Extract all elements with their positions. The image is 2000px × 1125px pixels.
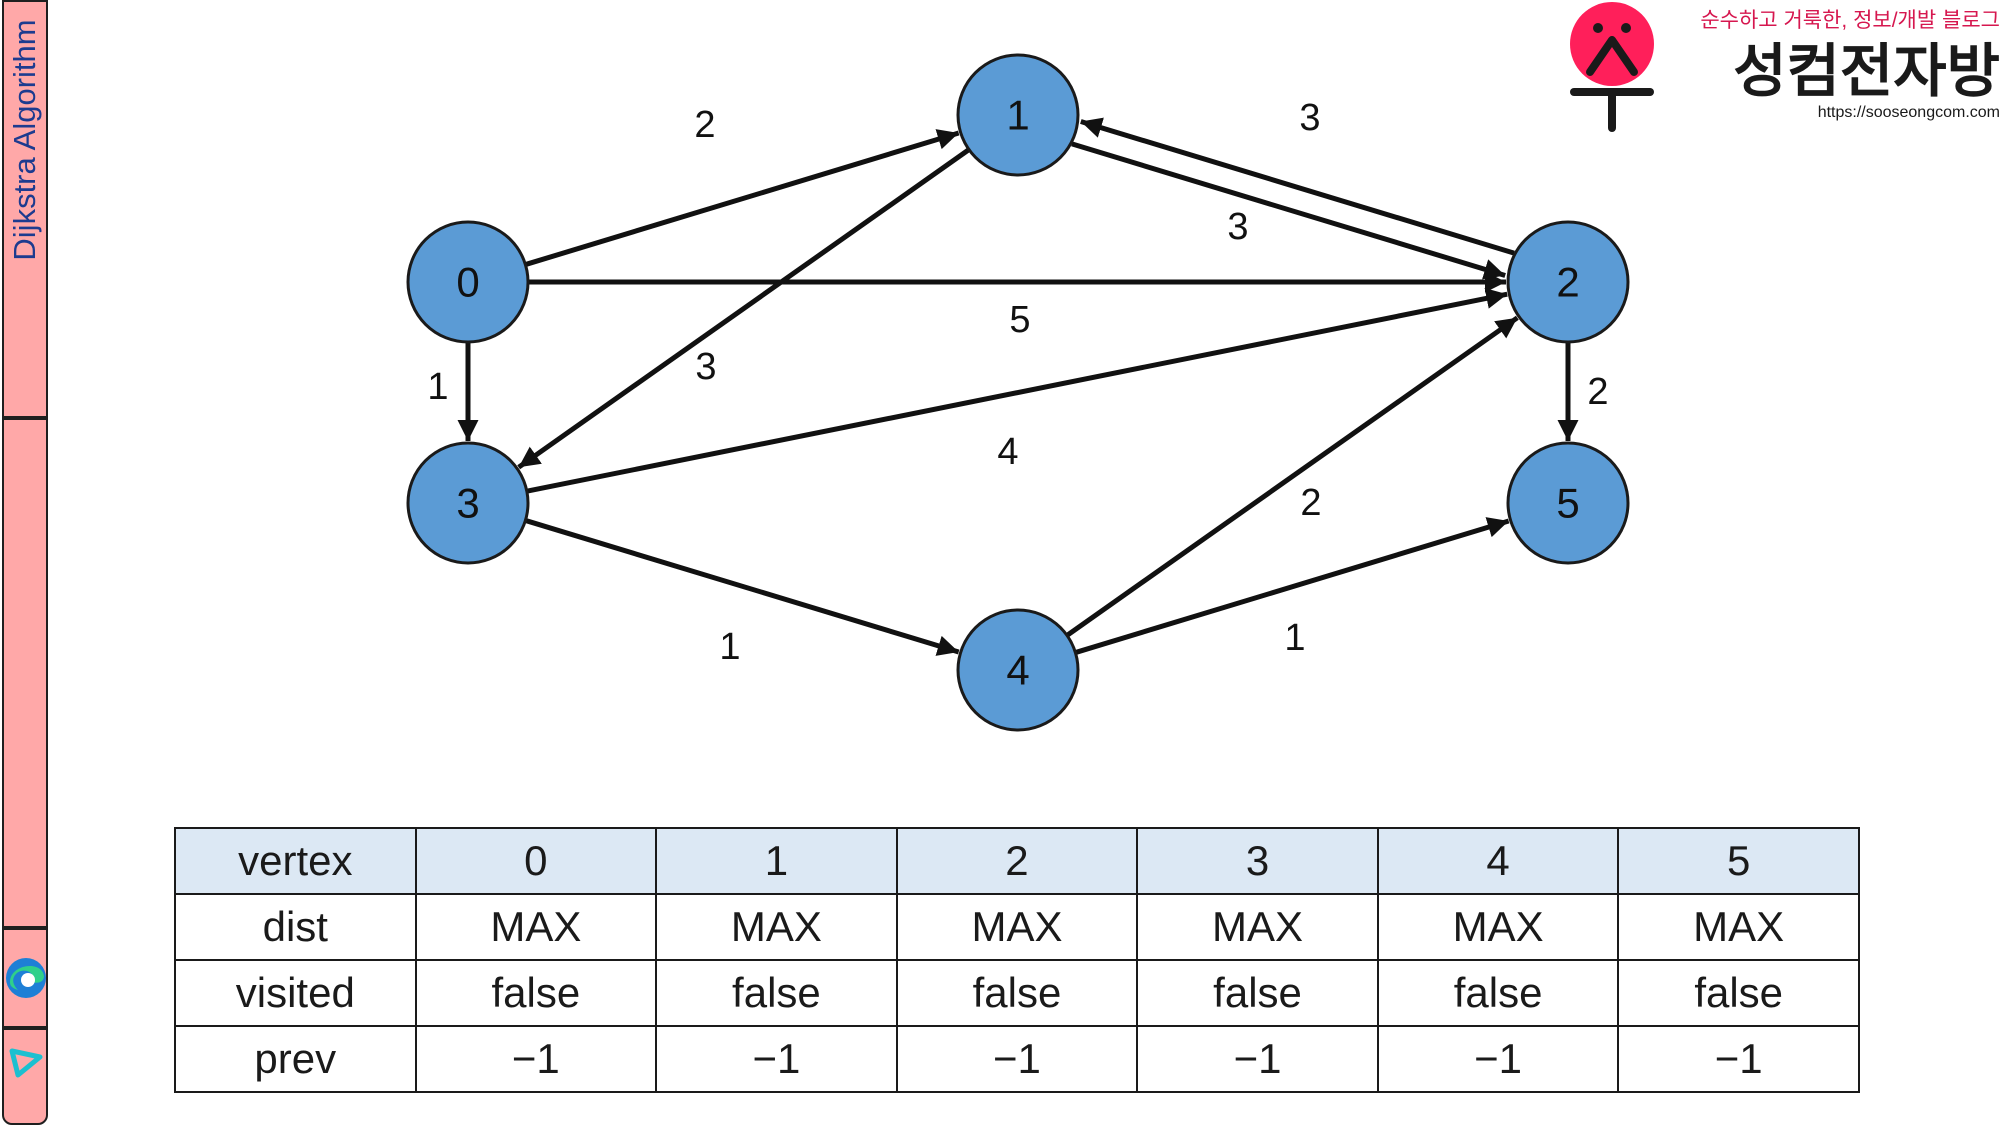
prev-cell-3: −1	[1136, 1025, 1379, 1093]
app-triangle-icon[interactable]	[8, 1045, 44, 1081]
node-circle-4	[956, 608, 1080, 732]
node-circle-5	[1506, 441, 1630, 565]
row-label-dist: dist	[174, 893, 417, 961]
edge-4-to-5	[1074, 517, 1510, 655]
visited-cell-5: false	[1617, 959, 1860, 1027]
edge-weight-2-to-5: 2	[1587, 371, 1608, 413]
edge-0-to-1	[524, 129, 960, 267]
logo-url[interactable]: https://sooseongcom.com	[1817, 104, 2000, 121]
dist-cell-1: MAX	[655, 893, 898, 961]
edge-weight-0-to-3: 1	[427, 366, 448, 408]
side-strip: Dijkstra Algorithm	[0, 0, 50, 1125]
edge-weight-4-to-2: 2	[1300, 482, 1321, 524]
graph-diagram: 2 5 1 3 3 3 2 4 1 2 1 0 1 2 3 4 5	[406, 53, 1630, 732]
dist-cell-0: MAX	[414, 893, 658, 961]
graph-node-1: 1	[956, 53, 1080, 177]
dijkstra-state-table: vertex 0 1 2 3 4 5 dist MAX MAX MAX MAX …	[174, 827, 1860, 1093]
header-cell-vertex-4: 4	[1376, 827, 1620, 895]
node-circle-0	[406, 220, 530, 344]
header-cell-vertex-3: 3	[1136, 827, 1379, 895]
node-circle-2	[1506, 220, 1630, 344]
visited-cell-1: false	[655, 959, 898, 1027]
node-label-0: 0	[456, 259, 479, 306]
table-row-prev: prev −1 −1 −1 −1 −1 −1	[174, 1025, 1860, 1093]
node-label-1: 1	[1006, 92, 1029, 139]
visited-cell-3: false	[1136, 959, 1379, 1027]
visited-cell-0: false	[414, 959, 658, 1027]
logo-tagline: 순수하고 거룩한, 정보/개발 블로그	[1700, 9, 2000, 32]
row-label-visited: visited	[174, 959, 417, 1027]
graph-node-3: 3	[406, 441, 530, 565]
edge-weight-1-to-3: 3	[695, 346, 716, 388]
edge-3-to-2	[526, 288, 1508, 494]
edge-4-to-2	[1065, 315, 1519, 638]
edge-weight-3-to-2: 4	[997, 431, 1018, 473]
node-label-5: 5	[1556, 480, 1579, 527]
node-circle-3	[406, 441, 530, 565]
table-row-dist: dist MAX MAX MAX MAX MAX MAX	[174, 893, 1860, 961]
edge-1-to-2	[1071, 141, 1506, 280]
row-label-prev: prev	[174, 1025, 417, 1093]
prev-cell-4: −1	[1376, 1025, 1620, 1093]
strip-middle-segment	[2, 418, 48, 928]
weights-layer: 2 5 1 3 3 3 2 4 1 2 1	[427, 97, 1608, 668]
prev-cell-5: −1	[1617, 1025, 1860, 1093]
site-logo[interactable]: 순수하고 거룩한, 정보/개발 블로그 성컴전자방 https://sooseo…	[1560, 0, 2000, 135]
graph-node-4: 4	[956, 608, 1080, 732]
graph-node-0: 0	[406, 220, 530, 344]
edge-weight-4-to-5: 1	[1284, 617, 1305, 659]
table-header-row: vertex 0 1 2 3 4 5	[174, 827, 1860, 895]
prev-cell-2: −1	[895, 1025, 1139, 1093]
edge-weight-1-to-2: 3	[1299, 97, 1320, 139]
edge-weight-0-to-2: 5	[1009, 299, 1030, 341]
table-row-visited: visited false false false false false fa…	[174, 959, 1860, 1027]
graph-node-2: 2	[1506, 220, 1630, 344]
edge-weight-3-to-4: 1	[719, 626, 740, 668]
header-cell-vertex-5: 5	[1617, 827, 1860, 895]
header-cell-vertex-1: 1	[655, 827, 898, 895]
nodes-layer: 0 1 2 3 4 5	[406, 53, 1630, 732]
prev-cell-0: −1	[414, 1025, 658, 1093]
header-cell-vertex-0: 0	[414, 827, 658, 895]
graph-node-5: 5	[1506, 441, 1630, 565]
visited-cell-2: false	[895, 959, 1139, 1027]
node-label-3: 3	[456, 480, 479, 527]
prev-cell-1: −1	[655, 1025, 898, 1093]
edge-weight-2-to-1: 3	[1227, 206, 1248, 248]
logo-character-icon	[1570, 2, 1654, 132]
header-cell-vertex-2: 2	[895, 827, 1139, 895]
dist-cell-3: MAX	[1136, 893, 1379, 961]
strip-title-segment	[2, 0, 48, 418]
edge-1-to-3	[517, 147, 971, 470]
node-label-4: 4	[1006, 647, 1029, 694]
strip-app-segment[interactable]	[2, 1028, 48, 1125]
edge-browser-icon[interactable]	[4, 952, 48, 1000]
edges-layer	[457, 117, 1579, 656]
edge-weight-0-to-1: 2	[694, 104, 715, 146]
dist-cell-5: MAX	[1617, 893, 1860, 961]
dist-cell-4: MAX	[1376, 893, 1620, 961]
header-cell-label: vertex	[174, 827, 417, 895]
visited-cell-4: false	[1376, 959, 1620, 1027]
logo-name: 성컴전자방	[1733, 39, 2000, 104]
edge-3-to-4	[524, 518, 960, 656]
dist-cell-2: MAX	[895, 893, 1139, 961]
node-circle-1	[956, 53, 1080, 177]
edge-2-to-1	[1080, 117, 1515, 256]
node-label-2: 2	[1556, 259, 1579, 306]
